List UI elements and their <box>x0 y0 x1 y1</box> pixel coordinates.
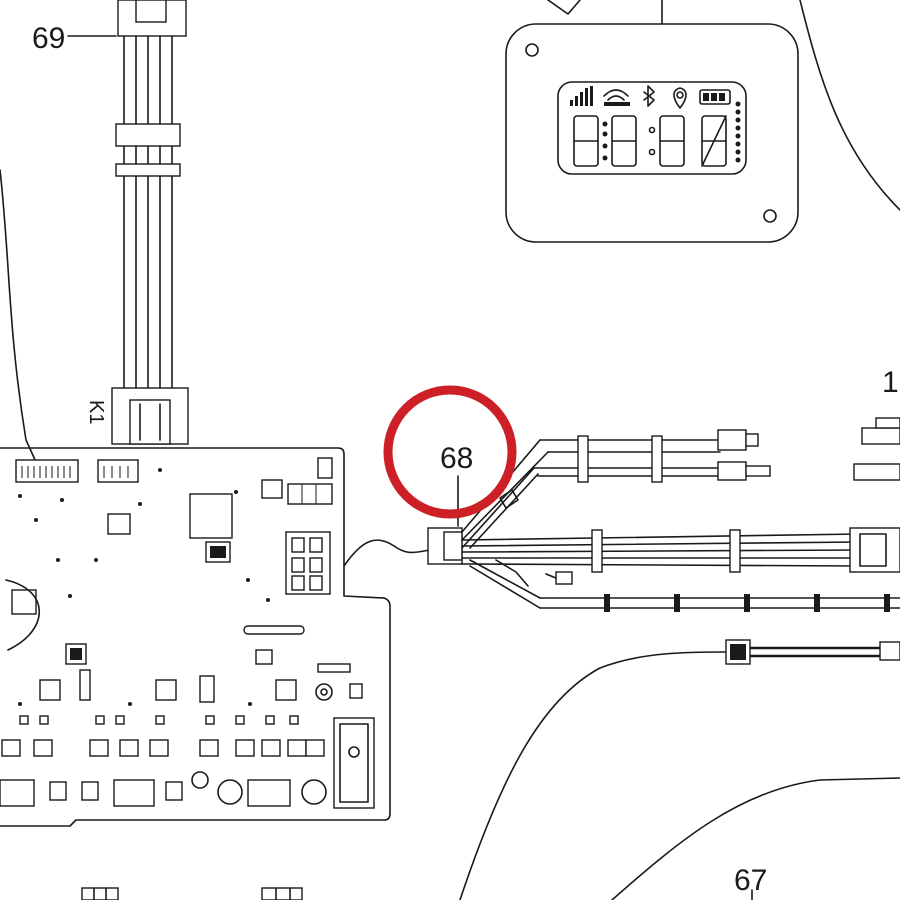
callout-68: 68 <box>440 442 473 475</box>
housing-contour-right <box>799 0 900 211</box>
main-wire-harness <box>427 429 900 612</box>
bluetooth-icon <box>643 85 655 107</box>
level-indicator-dots <box>735 101 741 163</box>
circuit-board <box>0 447 391 827</box>
location-pin-icon <box>673 87 687 109</box>
upper-wire-harness <box>111 0 189 445</box>
lcd-screen <box>570 85 741 167</box>
signal-strength-icon <box>570 86 593 106</box>
bottom-stub-connectors <box>81 887 303 900</box>
part-1-connector <box>853 417 900 481</box>
pcb-connector-pins <box>21 466 71 478</box>
highlight-ring <box>383 385 517 519</box>
wifi-icon <box>603 89 630 106</box>
display-panel <box>505 0 799 243</box>
callout-69: 69 <box>32 22 65 55</box>
left-cable <box>0 169 37 463</box>
lower-cable-assembly <box>459 639 900 900</box>
callout-1: 1 <box>882 366 899 399</box>
pcb-link-cable <box>343 539 431 567</box>
callout-67: 67 <box>734 864 767 897</box>
harness-mark: K1 <box>85 400 107 424</box>
pcb-small-components <box>1 468 325 757</box>
segment-digits <box>573 115 727 167</box>
battery-icon <box>699 89 731 105</box>
